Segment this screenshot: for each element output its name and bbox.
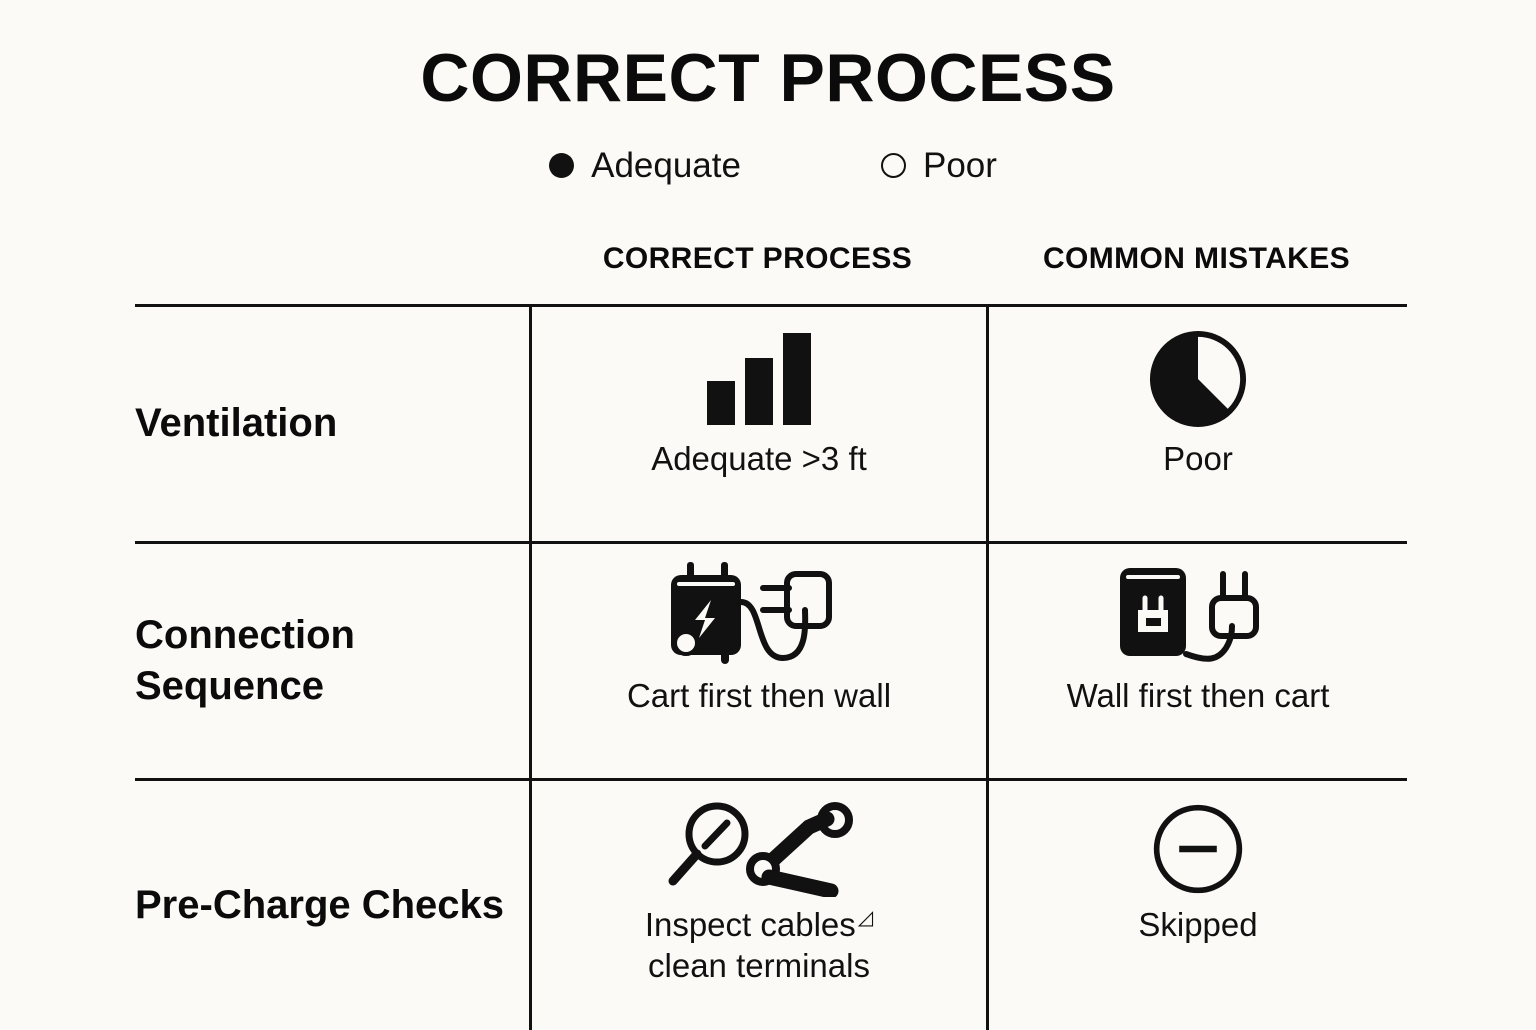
row-label-connection-sequence: Connection Sequence bbox=[135, 612, 355, 708]
magnifier-clamp-icon bbox=[659, 799, 859, 899]
legend-item-poor: Poor bbox=[880, 146, 997, 185]
comparison-table: CORRECT PROCESS COMMON MISTAKES Ventilat… bbox=[135, 244, 1407, 1030]
table-row: Ventilation Adequate >3 ft bbox=[135, 307, 1407, 544]
caption-line-2: clean terminals bbox=[648, 946, 870, 984]
cell-precharge-correct: Inspect cables◿ clean terminals bbox=[529, 781, 986, 1030]
caption-ventilation-correct: Adequate >3 ft bbox=[651, 440, 867, 477]
caption-connection-correct: Cart first then wall bbox=[626, 677, 892, 714]
caption-precharge-mistakes: Skipped bbox=[1138, 906, 1258, 943]
cell-connection-correct: Cart first then wall bbox=[529, 544, 986, 778]
table-row: Pre-Charge Checks bbox=[135, 781, 1407, 1030]
caption-line-1: Inspect cables bbox=[644, 906, 856, 943]
bar-chart-ascending-icon bbox=[703, 325, 815, 433]
legend-label-adequate: Adequate bbox=[591, 146, 741, 185]
table-row: Connection Sequence bbox=[135, 544, 1407, 781]
legend-item-adequate: Adequate bbox=[549, 148, 741, 183]
row-label-ventilation: Ventilation bbox=[135, 401, 338, 446]
cell-precharge-mistakes: Skipped bbox=[986, 781, 1407, 1030]
wall-outlet-plug-icon bbox=[1112, 562, 1284, 670]
column-header-common-mistakes: COMMON MISTAKES bbox=[1042, 242, 1351, 275]
legend-label-poor: Poor bbox=[922, 146, 997, 185]
table-grid: Ventilation Adequate >3 ft bbox=[135, 304, 1407, 1030]
caption-precharge-correct: Inspect cables◿ clean terminals bbox=[645, 905, 873, 987]
column-header-spacer bbox=[135, 244, 529, 304]
page-title: CORRECT PROCESS bbox=[420, 40, 1116, 116]
cell-ventilation-correct: Adequate >3 ft bbox=[529, 307, 986, 541]
open-circle-icon bbox=[880, 153, 906, 178]
table-column-headers: CORRECT PROCESS COMMON MISTAKES bbox=[135, 244, 1407, 304]
filled-circle-icon bbox=[549, 153, 575, 178]
caption-ventilation-mistakes: Poor bbox=[1163, 440, 1233, 477]
column-header-correct-process: CORRECT PROCESS bbox=[602, 242, 913, 275]
minus-circle-icon bbox=[1151, 799, 1245, 899]
cell-ventilation-mistakes: Poor bbox=[986, 307, 1407, 541]
legend: Adequate Poor bbox=[0, 148, 1536, 183]
caption-connection-mistakes: Wall first then cart bbox=[1066, 677, 1330, 714]
caption-artifact-glyph: ◿ bbox=[857, 907, 874, 929]
charging-cart-plug-icon bbox=[659, 562, 859, 670]
row-label-pre-charge-checks: Pre-Charge Checks bbox=[135, 882, 505, 927]
cell-connection-mistakes: Wall first then cart bbox=[986, 544, 1407, 778]
pie-chart-icon bbox=[1149, 325, 1247, 433]
